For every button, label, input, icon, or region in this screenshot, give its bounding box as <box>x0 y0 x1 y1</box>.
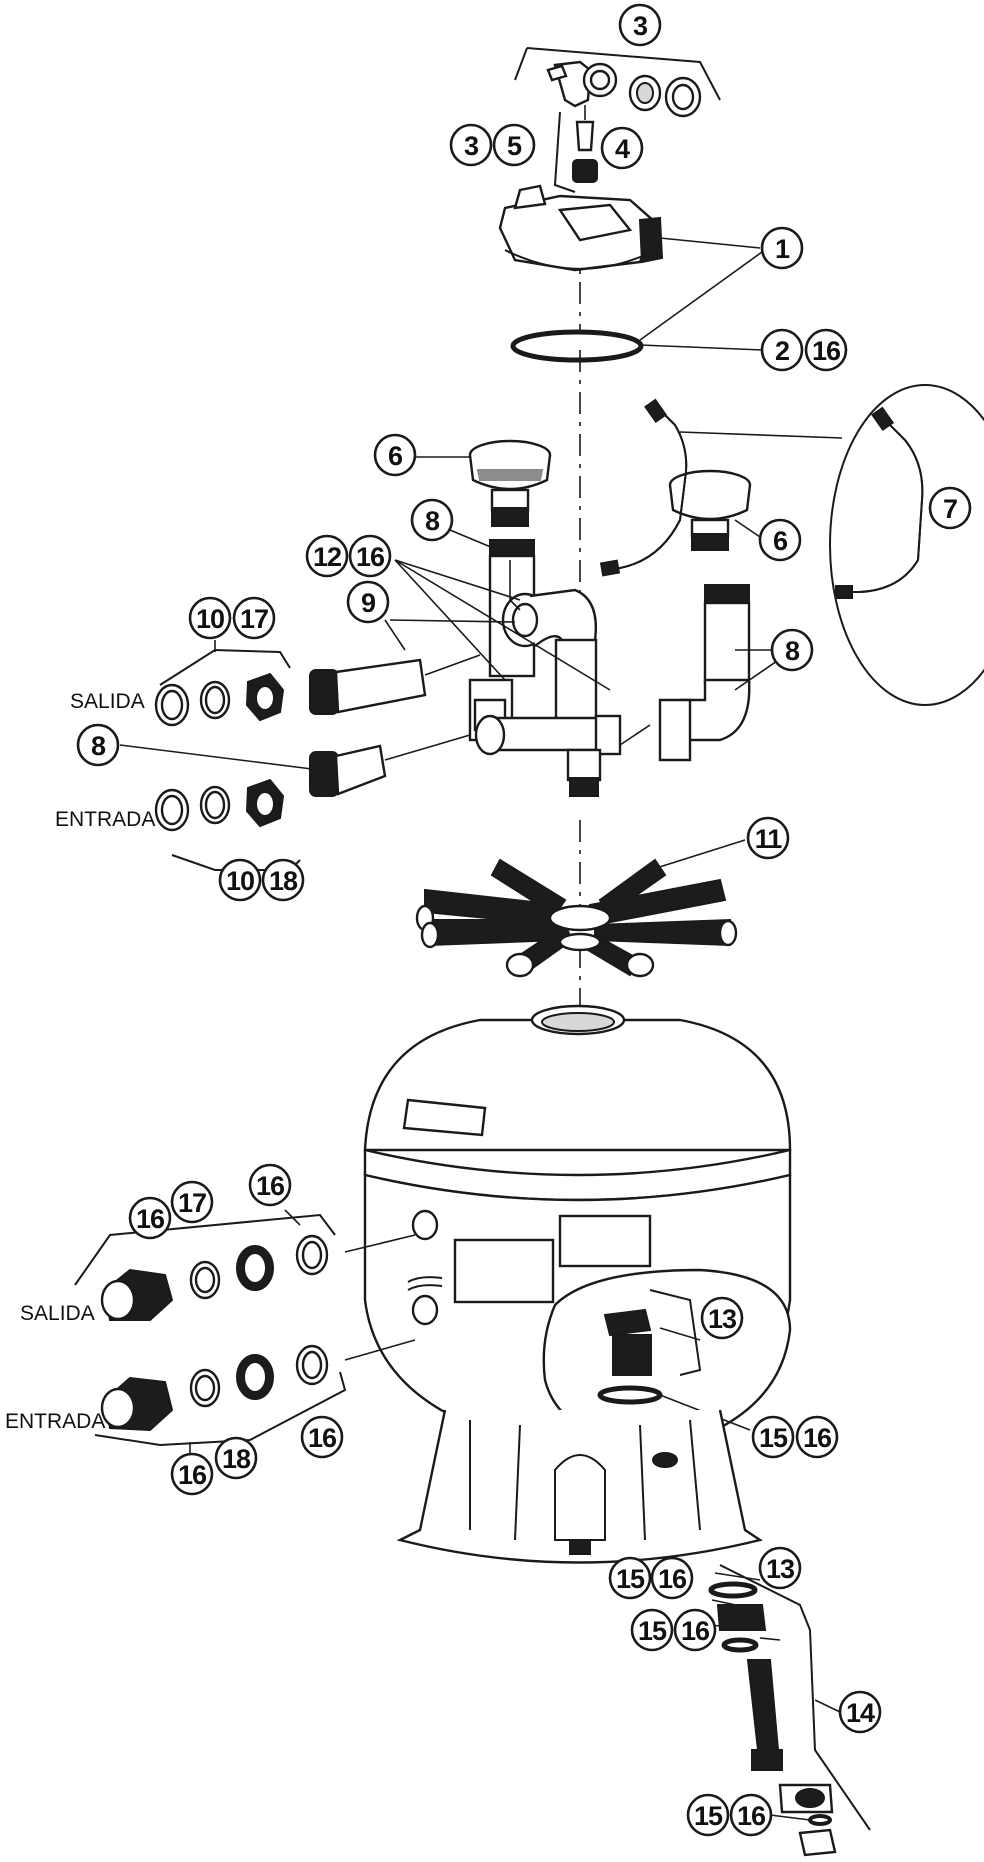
callout-16-upper: 16 <box>795 1415 839 1459</box>
callout-4: 4 <box>600 126 644 170</box>
callout-11: 11 <box>746 816 790 860</box>
inlet-fittings-bottom <box>94 1339 416 1458</box>
callout-13-upper: 13 <box>700 1296 744 1340</box>
callout-2: 2 <box>760 328 804 372</box>
svg-text:10: 10 <box>226 866 254 896</box>
svg-text:9: 9 <box>361 588 376 618</box>
svg-text:16: 16 <box>803 1423 832 1453</box>
callout-16-c: 16 <box>729 1793 773 1837</box>
outlet-fittings-bottom <box>74 1201 416 1321</box>
label-salida-top: SALIDA <box>70 690 145 713</box>
drain-group <box>708 1564 871 1857</box>
callout-3-left: 3 <box>449 123 493 167</box>
svg-text:8: 8 <box>425 506 440 536</box>
callout-16-fit-a: 16 <box>248 1163 292 1207</box>
svg-text:7: 7 <box>943 494 957 524</box>
svg-text:6: 6 <box>388 441 403 471</box>
svg-text:2: 2 <box>775 336 789 366</box>
callout-16-ring: 16 <box>804 328 848 372</box>
callout-16-collector: 16 <box>348 534 392 578</box>
filter-tank <box>363 1004 792 1564</box>
callout-15-upper: 15 <box>751 1415 795 1459</box>
svg-text:13: 13 <box>766 1554 795 1584</box>
o-ring <box>510 251 764 363</box>
manometer-group <box>514 47 721 193</box>
diffuser-right <box>668 469 761 551</box>
callout-8-right: 8 <box>770 628 814 672</box>
svg-text:16: 16 <box>136 1204 165 1234</box>
svg-text:15: 15 <box>638 1616 667 1646</box>
svg-text:15: 15 <box>616 1564 645 1594</box>
svg-text:4: 4 <box>615 134 630 164</box>
air-tube <box>599 384 984 706</box>
svg-text:16: 16 <box>812 336 841 366</box>
label-entrada-bottom: ENTRADA <box>5 1410 105 1433</box>
callout-8-left: 8 <box>76 723 120 767</box>
svg-text:17: 17 <box>240 604 268 634</box>
diffuser-left <box>415 439 552 527</box>
svg-text:16: 16 <box>681 1616 710 1646</box>
svg-text:18: 18 <box>269 866 298 896</box>
lid <box>498 184 761 272</box>
outlet-fittings-top <box>154 619 481 727</box>
label-salida-bottom: SALIDA <box>20 1302 95 1325</box>
callout-17-bottom: 17 <box>170 1180 214 1224</box>
svg-text:14: 14 <box>846 1698 875 1728</box>
svg-text:16: 16 <box>658 1564 687 1594</box>
callout-5: 5 <box>492 123 536 167</box>
callout-15-c: 15 <box>686 1793 730 1837</box>
callout-15-b: 15 <box>630 1608 674 1652</box>
svg-text:12: 12 <box>313 542 341 572</box>
callout-10-top: 10 <box>188 596 232 640</box>
svg-text:18: 18 <box>222 1444 251 1474</box>
svg-text:3: 3 <box>633 11 648 41</box>
callout-9: 9 <box>346 580 390 624</box>
svg-text:15: 15 <box>694 1801 723 1831</box>
collector-pipes <box>389 529 622 797</box>
svg-text:16: 16 <box>256 1171 285 1201</box>
svg-text:1: 1 <box>775 234 790 264</box>
svg-text:10: 10 <box>196 604 224 634</box>
callout-6-right: 6 <box>758 518 802 562</box>
svg-text:8: 8 <box>91 731 106 761</box>
callout-16-fit-d: 16 <box>170 1452 214 1496</box>
svg-text:5: 5 <box>507 131 522 161</box>
callout-10-bottom: 10 <box>218 858 262 902</box>
svg-text:3: 3 <box>464 131 479 161</box>
callout-16-b: 16 <box>673 1608 717 1652</box>
callout-12: 12 <box>305 534 349 578</box>
svg-text:16: 16 <box>178 1460 207 1490</box>
callout-17-top: 17 <box>232 596 276 640</box>
svg-text:16: 16 <box>737 1801 766 1831</box>
callout-1: 1 <box>760 226 804 270</box>
callout-16-a: 16 <box>650 1556 694 1600</box>
pipe-right <box>619 584 791 762</box>
inlet-fittings-top <box>119 734 471 880</box>
callout-3-top: 3 <box>618 3 662 47</box>
laterals-hub <box>415 839 746 978</box>
callout-7: 7 <box>928 486 972 530</box>
callout-18-bottom: 18 <box>214 1436 258 1480</box>
svg-text:17: 17 <box>178 1188 206 1218</box>
svg-text:16: 16 <box>356 542 385 572</box>
callout-8-upper: 8 <box>410 498 454 542</box>
callout-6-left: 6 <box>373 433 417 477</box>
label-entrada-top: ENTRADA <box>55 808 155 831</box>
svg-text:8: 8 <box>785 636 800 666</box>
callout-13-lower: 13 <box>758 1546 802 1590</box>
svg-text:15: 15 <box>759 1423 788 1453</box>
callout-15-a: 15 <box>608 1556 652 1600</box>
callout-18-top: 18 <box>261 858 305 902</box>
svg-text:11: 11 <box>755 824 783 854</box>
svg-text:16: 16 <box>308 1423 337 1453</box>
callout-16-fit-b: 16 <box>128 1196 172 1240</box>
callout-14: 14 <box>838 1690 882 1734</box>
callout-16-fit-c: 16 <box>300 1415 344 1459</box>
svg-text:6: 6 <box>773 526 788 556</box>
svg-text:13: 13 <box>708 1304 737 1334</box>
